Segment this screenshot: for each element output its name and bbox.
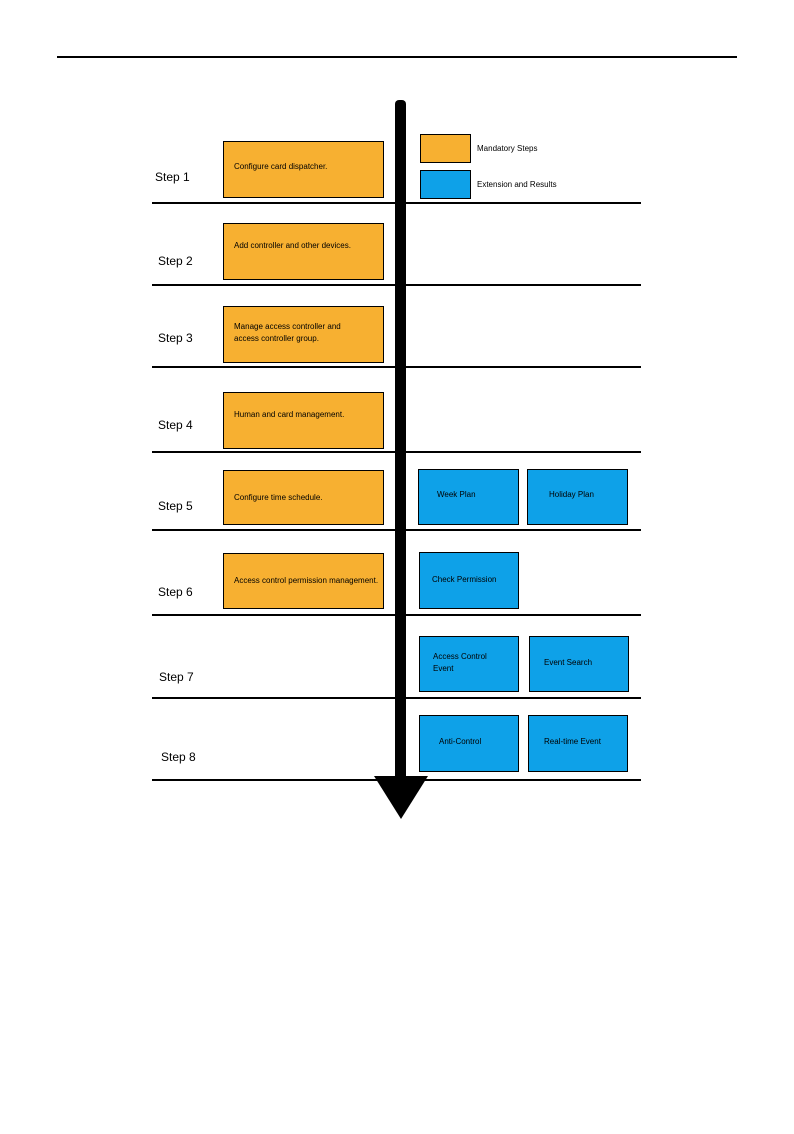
step-1-label: Step 1 [155, 170, 190, 184]
step-8-label: Step 8 [161, 750, 196, 764]
holiday-plan-box: Holiday Plan [527, 469, 628, 525]
step-1-mandatory-box: Configure card dispatcher. [223, 141, 384, 198]
real-time-event-box: Real-time Event [528, 715, 628, 772]
access-control-event-text: Access Control Event [433, 652, 487, 673]
step-4-mandatory-box: Human and card management. [223, 392, 384, 449]
step-2-mandatory-box: Add controller and other devices. [223, 223, 384, 280]
step-5-label: Step 5 [158, 499, 193, 513]
holiday-plan-text: Holiday Plan [549, 490, 594, 499]
step-7-label: Step 7 [159, 670, 194, 684]
week-plan-text: Week Plan [437, 490, 476, 499]
step-3-mandatory-text-line1: Manage access controller and [234, 321, 341, 331]
step-2-mandatory-text: Add controller and other devices. [234, 240, 351, 250]
legend-extension-swatch [420, 170, 471, 199]
real-time-event-text: Real-time Event [544, 736, 601, 746]
step-3-mandatory-text-line2: access controller group. [234, 333, 319, 343]
step-6-mandatory-text: Access control permission management. [234, 576, 379, 585]
step-6-label: Step 6 [158, 585, 193, 599]
step-1-mandatory-text: Configure card dispatcher. [234, 161, 328, 171]
legend-mandatory-label: Mandatory Steps [477, 144, 538, 153]
timeline-arrow-shaft [395, 100, 406, 780]
check-permission-text: Check Permission [432, 574, 497, 584]
step-4-mandatory-text: Human and card management. [234, 409, 345, 419]
page-header-rule [57, 56, 737, 58]
anti-control-box: Anti-Control [419, 715, 519, 772]
step-2-label: Step 2 [158, 254, 193, 268]
access-control-event-box: Access Control Event [419, 636, 519, 692]
timeline-arrow-head [374, 776, 428, 819]
step-3-mandatory-box: Manage access controller and access cont… [223, 306, 384, 363]
legend-mandatory-swatch [420, 134, 471, 163]
step-6-mandatory-box: Access control permission management. [223, 553, 384, 609]
check-permission-box: Check Permission [419, 552, 519, 609]
step-4-label: Step 4 [158, 418, 193, 432]
week-plan-box: Week Plan [418, 469, 519, 525]
step-3-label: Step 3 [158, 331, 193, 345]
event-search-box: Event Search [529, 636, 629, 692]
anti-control-text: Anti-Control [439, 736, 482, 746]
event-search-text: Event Search [544, 658, 593, 667]
step-5-mandatory-text: Configure time schedule. [234, 492, 323, 502]
legend-extension-label: Extension and Results [477, 180, 557, 189]
step-5-mandatory-box: Configure time schedule. [223, 470, 384, 525]
